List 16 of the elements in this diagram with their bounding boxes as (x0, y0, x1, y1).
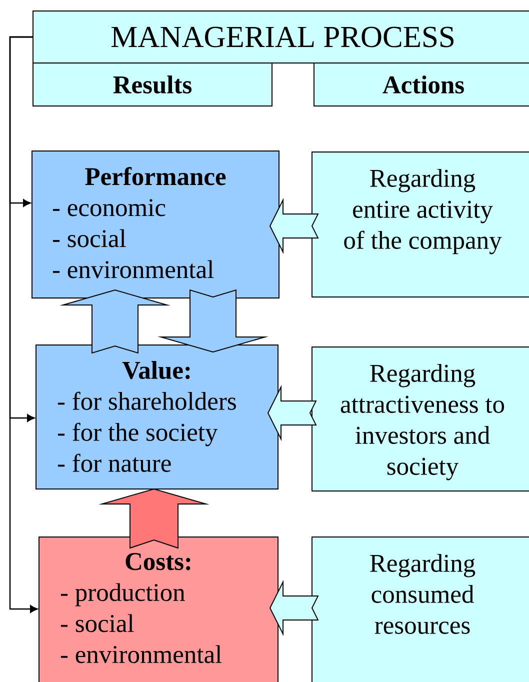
block-arrow (269, 580, 319, 636)
feedback-arrow (9, 36, 38, 613)
block-arrow (98, 488, 210, 549)
node-label: Actions (382, 76, 464, 94)
result-box: Performance - economic - social - environmental (32, 150, 280, 298)
block-arrow (267, 384, 317, 442)
block-arrow (157, 289, 269, 353)
column-header: Actions (314, 62, 529, 106)
action-box: Regarding entire activity of the company (312, 152, 529, 298)
result-box: Costs: - production - social - environmental (38, 536, 278, 682)
result-box: Value: - for shareholders - for the society - for nature (36, 344, 278, 490)
action-box: Regarding consumed resources (312, 536, 529, 682)
block-arrow (269, 198, 319, 254)
action-box: Regarding attractiveness to investors and society (312, 346, 529, 492)
block-arrow (59, 289, 171, 354)
column-header: Results (32, 62, 272, 106)
